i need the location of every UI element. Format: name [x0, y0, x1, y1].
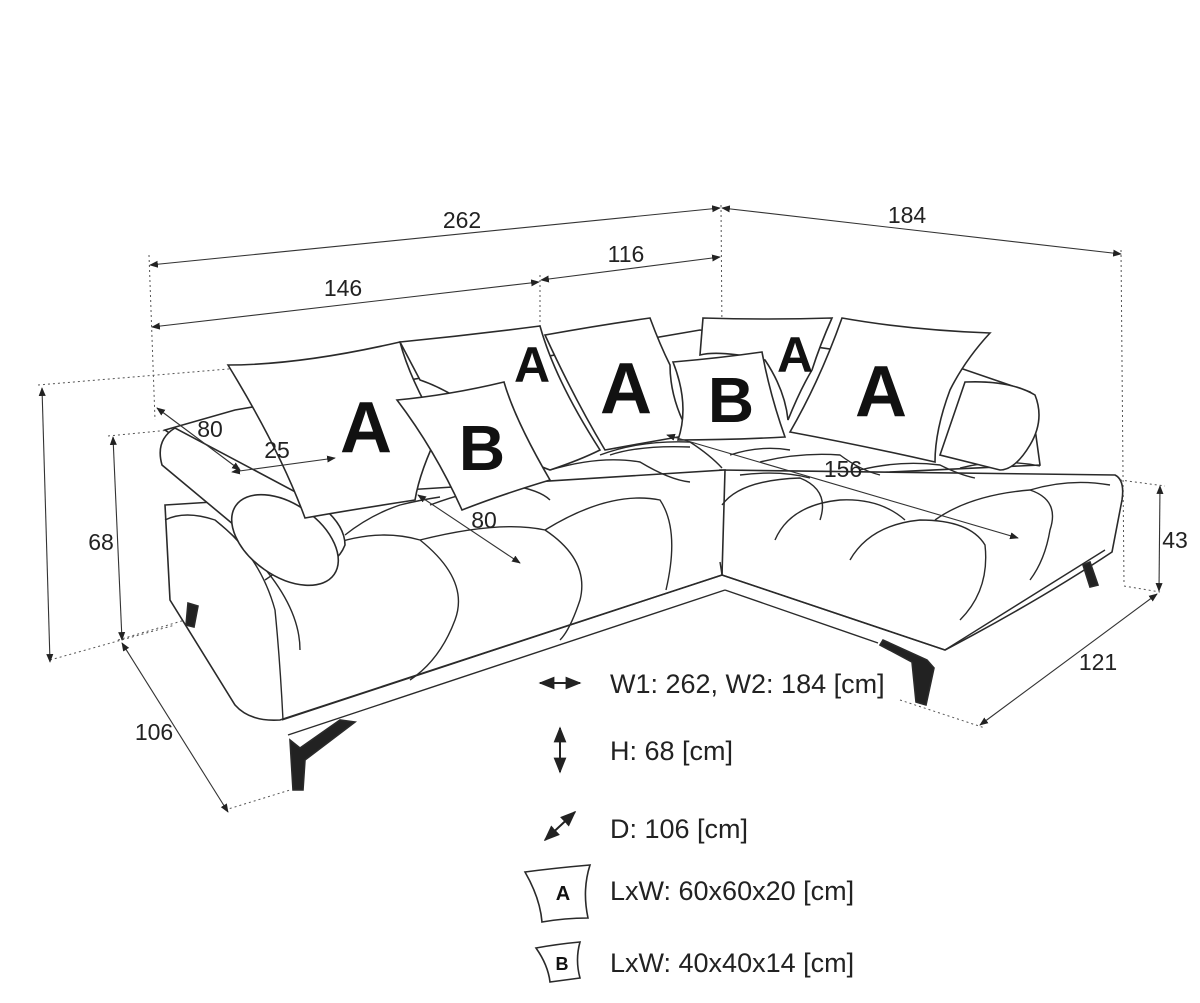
- depth-arrow-icon: [543, 810, 577, 842]
- pillow-b-1-label: B: [459, 412, 505, 484]
- dim-68: 68: [88, 529, 114, 555]
- leg-back-left: [185, 601, 199, 628]
- dim-121: 121: [1079, 649, 1117, 675]
- legend-pillow-a-text: LxW: 60x60x20 [cm]: [610, 876, 854, 906]
- pillow-a-1-label: A: [340, 388, 392, 468]
- pillow-b-icon-label: B: [556, 954, 569, 974]
- dim-262: 262: [443, 207, 481, 233]
- chaise-base: [719, 469, 1124, 651]
- leg-back-right: [1082, 560, 1100, 588]
- pillow-a-icon-label: A: [556, 883, 570, 905]
- legend-height-text: H: 68 [cm]: [610, 736, 733, 766]
- legend-width-text: W1: 262, W2: 184 [cm]: [610, 669, 885, 699]
- pillow-b-2-label: B: [708, 364, 754, 436]
- dim-25: 25: [264, 437, 290, 463]
- dim-106: 106: [135, 719, 173, 745]
- pillow-a-3: [543, 317, 692, 451]
- dim-seat-80: 80: [471, 507, 497, 533]
- pillow-a-icon: A: [523, 864, 592, 923]
- pillow-a-5-label: A: [855, 352, 907, 432]
- dim-184: 184: [888, 202, 927, 228]
- legend-depth-text: D: 106 [cm]: [610, 814, 748, 844]
- pillow-b-1: [395, 381, 552, 512]
- leg-front-right: [878, 638, 935, 707]
- pillow-a-3-label: A: [600, 349, 652, 429]
- pillow-b-icon: B: [534, 941, 582, 983]
- pillow-a-4-label: A: [777, 327, 813, 383]
- legend: W1: 262, W2: 184 [cm] H: 68 [cm] D: 106 …: [523, 669, 885, 983]
- leg-front-left: [289, 719, 358, 791]
- dim-116: 116: [608, 241, 645, 267]
- dim-43: 43: [1162, 527, 1188, 553]
- pillow-a-2-label: A: [514, 337, 550, 393]
- dim-156: 156: [824, 456, 862, 482]
- sofa-drawing: A A A A A B B: [159, 317, 1124, 791]
- legend-pillow-b-text: LxW: 40x40x14 [cm]: [610, 948, 854, 978]
- pillow-a-1: [226, 341, 441, 519]
- dim-armrest-80: 80: [197, 416, 223, 442]
- dim-146: 146: [324, 275, 362, 301]
- dimension-lines: 262 184 146 116 80 25 80 156 68 43 106: [38, 202, 1188, 813]
